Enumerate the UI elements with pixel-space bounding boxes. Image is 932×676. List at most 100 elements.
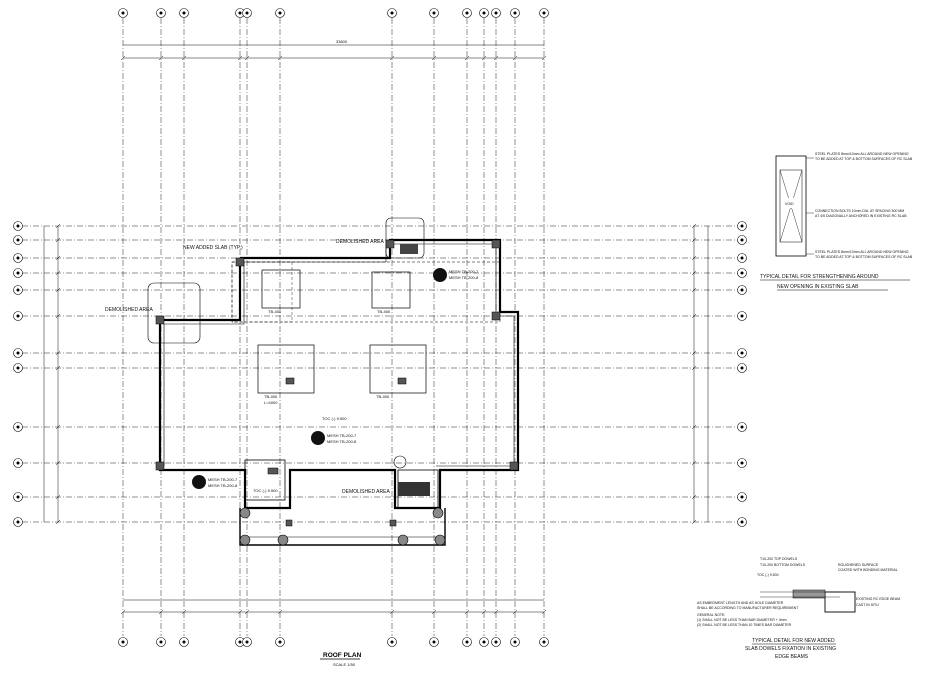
grid-bubble-dot bbox=[16, 288, 20, 292]
mesh-label: MESH TB-200-7 bbox=[449, 269, 479, 274]
dimension-tick bbox=[691, 223, 697, 229]
plan-title: ROOF PLAN bbox=[323, 652, 362, 659]
grid-bubble-dot bbox=[513, 11, 517, 15]
detail-note: STEEL PLATES 8mm/10mm ALL AROUND NEW OPE… bbox=[815, 152, 909, 156]
grid-bubble-dot bbox=[740, 271, 744, 275]
dimension-tick bbox=[691, 270, 697, 276]
grid-bubble-dot bbox=[390, 11, 394, 15]
dimension-tick bbox=[181, 609, 187, 615]
hatched-opening bbox=[398, 482, 430, 496]
dimension-tick bbox=[55, 494, 61, 500]
dimension-tick bbox=[481, 55, 487, 61]
beam-label: TB-450 bbox=[376, 394, 390, 399]
mesh-marker bbox=[433, 268, 447, 282]
grid-bubble-dot bbox=[432, 11, 436, 15]
grid-bubble-dot bbox=[494, 640, 498, 644]
detail-note: TO BE ADDED AT TOP & BOTTOM SURFACES OF … bbox=[815, 157, 913, 161]
grid-bubble-dot bbox=[16, 461, 20, 465]
toc-label: TOC (-) 9.500 bbox=[322, 416, 347, 421]
dimension-tick bbox=[158, 55, 164, 61]
dimension-tick bbox=[691, 365, 697, 371]
dimension-tick bbox=[55, 255, 61, 261]
dimension-tick bbox=[55, 313, 61, 319]
detail-title: SLAB DOWELS FIXATION IN EXISTING bbox=[745, 646, 836, 652]
grid-bubble-dot bbox=[16, 314, 20, 318]
dimension-tick bbox=[120, 609, 126, 615]
plan-title-block: ROOF PLAN SCALE 1/50 bbox=[320, 652, 362, 667]
grid-bubble-dot bbox=[513, 640, 517, 644]
grid-bubble-dot bbox=[740, 461, 744, 465]
dimension-tick bbox=[481, 609, 487, 615]
detail-note: GENERAL NOTE: bbox=[697, 613, 725, 617]
detail-title: EDGE BEAMS bbox=[775, 654, 809, 660]
grid-bubble-dot bbox=[245, 11, 249, 15]
toc-label: TOC (-) 9.500 bbox=[253, 488, 278, 493]
dimension-tick bbox=[691, 494, 697, 500]
grid-bubble-dot bbox=[182, 11, 186, 15]
dimension-tick bbox=[691, 424, 697, 430]
mesh-label: MESH TB-200-7 bbox=[327, 433, 357, 438]
dimension-tick bbox=[512, 55, 518, 61]
dimension-tick bbox=[691, 519, 697, 525]
dimension-tick bbox=[691, 237, 697, 243]
dimension-tick bbox=[493, 609, 499, 615]
dimension-tick bbox=[541, 609, 547, 615]
detail-note: TOC (-) 9.500 bbox=[757, 573, 779, 577]
detail-note: T10-200 BOTTOM DOWELS bbox=[760, 563, 806, 567]
dimension-tick bbox=[55, 460, 61, 466]
demolished-left-label: DEMOLISHED AREA bbox=[105, 307, 153, 313]
beam-label: TB-450 bbox=[377, 309, 391, 314]
dimension-lines bbox=[43, 44, 709, 615]
round-columns bbox=[239, 507, 446, 546]
dimension-tick bbox=[691, 255, 697, 261]
grid-bubble-dot bbox=[432, 640, 436, 644]
grid-bubble-dot bbox=[740, 256, 744, 260]
dimension-tick bbox=[55, 424, 61, 430]
dimension-tick bbox=[389, 609, 395, 615]
grid-bubble-dot bbox=[740, 366, 744, 370]
dimension-tick bbox=[541, 55, 547, 61]
detail-title: TYPICAL DETAIL FOR STRENGTHENING AROUND bbox=[760, 274, 879, 280]
building-outline bbox=[147, 217, 520, 546]
dimension-tick bbox=[181, 55, 187, 61]
plan-scale: SCALE 1/50 bbox=[333, 662, 356, 667]
grid-bubble-dot bbox=[278, 11, 282, 15]
dimension-tick bbox=[277, 609, 283, 615]
grid-bubble-dot bbox=[482, 640, 486, 644]
beam-label: TB-450 bbox=[264, 394, 278, 399]
grid-bubble-dot bbox=[182, 640, 186, 644]
detail-note: ROUGHENED SURFACE bbox=[838, 563, 879, 567]
grid-bubble-dot bbox=[465, 11, 469, 15]
dimension-tick bbox=[431, 55, 437, 61]
detail-title: NEW OPENING IN EXISTING SLAB bbox=[777, 284, 859, 290]
dimension-tick bbox=[55, 365, 61, 371]
dimension-tick bbox=[277, 55, 283, 61]
mesh-markers bbox=[192, 244, 447, 496]
demolished-bottom-label: DEMOLISHED AREA bbox=[342, 489, 390, 495]
grid-bubble-dot bbox=[16, 495, 20, 499]
detail-note: EXISTING RC EDGE BEAM bbox=[856, 597, 900, 601]
dimension-tick bbox=[691, 287, 697, 293]
detail-title: TYPICAL DETAIL FOR NEW ADDED bbox=[752, 638, 835, 644]
grid-bubble-dot bbox=[16, 425, 20, 429]
detail-note: (2) SHALL NOT BE LESS THAN 10 TIMES BAR … bbox=[697, 623, 792, 627]
dimension-tick bbox=[158, 609, 164, 615]
overall-dimension: 33600 bbox=[336, 39, 348, 44]
detail-dowels: T10-200 TOP DOWELS T10-200 BOTTOM DOWELS… bbox=[697, 557, 900, 660]
grid-bubble-dot bbox=[245, 640, 249, 644]
beam-label: TB-450 bbox=[268, 309, 282, 314]
detail-note: TO BE ADDED AT TOP & BOTTOM SURFACES OF … bbox=[815, 255, 913, 259]
mesh-marker bbox=[311, 431, 325, 445]
mesh-label: MESH TB-200-8 bbox=[327, 439, 357, 444]
dimension-tick bbox=[237, 55, 243, 61]
detail-opening: VOID STEEL PLATES 8mm/10mm ALL AROUND NE… bbox=[760, 152, 913, 291]
detail-note: SHALL BE ACCORDING TO MANUFACTURER REQUI… bbox=[697, 606, 799, 610]
grid-bubble-dot bbox=[740, 351, 744, 355]
detail-note: T10-200 TOP DOWELS bbox=[760, 557, 798, 561]
dimension-tick bbox=[55, 223, 61, 229]
grid-bubble-dot bbox=[542, 640, 546, 644]
detail-note: STEEL PLATES 8mm/10mm ALL AROUND NEW OPE… bbox=[815, 250, 909, 254]
grid-bubble-dot bbox=[16, 238, 20, 242]
demolished-top-label: DEMOLISHED AREA bbox=[336, 239, 384, 245]
mesh-label: MESH TB-200-8 bbox=[208, 483, 238, 488]
